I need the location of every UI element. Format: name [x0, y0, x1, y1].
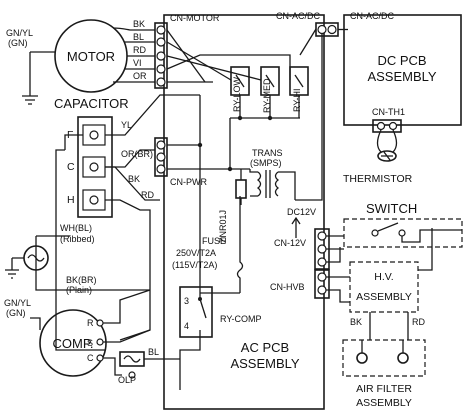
transformer-symbol: [256, 170, 280, 198]
ac-pcb-label-2: ASSEMBLY: [230, 356, 299, 371]
cap-c-label: C: [67, 161, 75, 173]
air-filter-label-2: ASSEMBLY: [356, 397, 412, 409]
svg-text:RD: RD: [133, 45, 146, 55]
svg-text:BK: BK: [133, 19, 145, 29]
cn-hvb-label: CN-HVB: [270, 282, 305, 292]
thermistor-symbol: [377, 150, 397, 162]
bl-label: BL: [148, 347, 159, 357]
dc12v-label: DC12V: [287, 207, 316, 217]
thermistor-label: THERMISTOR: [343, 173, 413, 185]
cn-motor-connector: [154, 22, 168, 89]
cn-12v-connector: [314, 228, 330, 270]
bk-cap-label: BK: [128, 174, 140, 184]
comp-c-label: C: [87, 353, 94, 363]
capacitor-terminals: [82, 124, 106, 211]
svg-text:RY-MED: RY-MED: [262, 78, 272, 113]
cn-th1-connector: [372, 119, 402, 133]
cn-motor-label: CN-MOTOR: [170, 13, 220, 23]
gnyl-bottom-label-2: (GN): [6, 308, 26, 318]
hv-label-2: ASSEMBLY: [356, 291, 412, 303]
motor-wire-labels: BK BL RD VI OR: [133, 19, 147, 81]
svg-text:RY-LOW: RY-LOW: [232, 76, 242, 112]
trans-label-1: TRANS: [252, 148, 283, 158]
fuse-label-3: (115V/T2A): [172, 260, 217, 270]
cn-pwr-connector: [154, 137, 168, 177]
comp-r-label: R: [87, 318, 94, 328]
fuse-label-1: FUSE: [202, 236, 226, 246]
cap-h-label: H: [67, 194, 75, 206]
switch-dashed-box: [343, 218, 463, 248]
ry-comp-label: RY-COMP: [220, 314, 262, 324]
relay-ry-comp: [179, 286, 213, 338]
dc-pcb-box: [343, 14, 462, 126]
cn-12v-label: CN-12V: [274, 238, 306, 248]
cn-acdc-left-label: CN-AC/DC: [276, 11, 320, 21]
svg-text:VI: VI: [133, 58, 142, 68]
ry-comp-pin3: 3: [184, 296, 189, 306]
znr-label: ZNR01J: [218, 210, 228, 243]
yl-label: YL: [121, 120, 132, 130]
cn-th1-label: CN-TH1: [372, 107, 405, 117]
switch-label: SWITCH: [366, 201, 417, 216]
olp-label: OLP: [118, 375, 136, 385]
wh-bl-label-2: (Ribbed): [60, 234, 95, 244]
comp-s-label: S: [87, 338, 93, 348]
svg-text:BL: BL: [133, 32, 144, 42]
svg-text:OR: OR: [133, 71, 147, 81]
znr-varistor: [235, 169, 247, 205]
hv-assembly-dashed-box: [349, 261, 419, 313]
air-filter-dashed-box: [342, 325, 426, 377]
ac-pcb-box: [163, 14, 325, 410]
compressor-symbol: [39, 309, 107, 377]
hv-bk-label: BK: [350, 317, 362, 327]
fuse-label-2: 250V/T2A: [176, 248, 216, 258]
motor-label: MOTOR: [67, 49, 115, 64]
bk-br-label-1: BK(BR): [66, 275, 97, 285]
cn-hvb-connector: [314, 269, 330, 299]
fuse-symbol: [236, 250, 244, 293]
gnyl-bottom-label-1: GN/YL: [4, 298, 31, 308]
wh-bl-label-1: WH(BL): [60, 223, 92, 233]
capacitor-label: CAPACITOR: [54, 96, 129, 111]
comp-label: COMP.: [53, 336, 94, 351]
cn-pwr-label: CN-PWR: [170, 177, 207, 187]
svg-text:RY-HI: RY-HI: [292, 88, 302, 112]
gnyl-top-label-2: (GN): [8, 38, 28, 48]
dc-pcb-label-2: ASSEMBLY: [367, 69, 436, 84]
ry-comp-pin4: 4: [184, 321, 189, 331]
gnyl-top-label-1: GN/YL: [6, 28, 33, 38]
ground-icon-top: [22, 95, 38, 105]
dc-pcb-label-1: DC PCB: [377, 53, 426, 68]
air-filter-label-1: AIR FILTER: [356, 383, 412, 395]
ac-pcb-label-1: AC PCB: [241, 340, 289, 355]
hv-rd-label: RD: [412, 317, 425, 327]
cn-acdc-left-connector: [315, 22, 339, 37]
rd-cap-label: RD: [141, 190, 154, 200]
trans-label-2: (SMPS): [250, 158, 282, 168]
cn-acdc-right-label: CN-AC/DC: [350, 11, 394, 21]
ground-icon-bottom: [5, 257, 24, 279]
hv-label-1: H.V.: [374, 271, 393, 283]
